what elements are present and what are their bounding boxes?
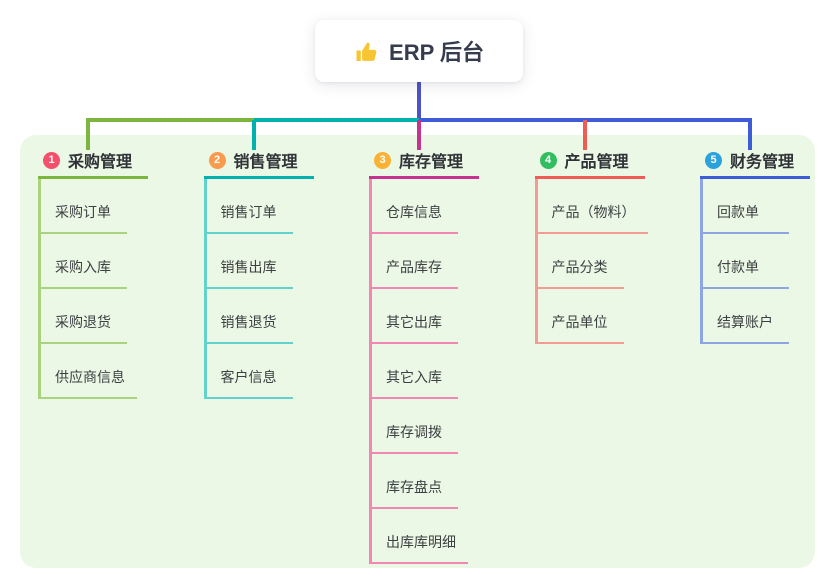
bus-segment-2 [253, 118, 419, 122]
child-node[interactable]: 回款单 [700, 202, 789, 234]
child-node-row: 采购退货 [38, 289, 198, 344]
child-node[interactable]: 销售退货 [203, 312, 293, 344]
branch-vertical-line [700, 179, 703, 344]
root-node-label: ERP 后台 [389, 40, 484, 65]
child-node-row: 销售订单 [203, 179, 364, 234]
child-node-row: 仓库信息 [369, 179, 529, 234]
branch-node[interactable]: 1 采购管理 [38, 148, 148, 179]
branch-drop-line-4 [582, 120, 587, 150]
branch-column-1: 1 采购管理 采购订单 采购入库 采购退货 供应商信息 [38, 148, 198, 399]
thumbs-up-icon [356, 42, 377, 61]
bus-segment-1 [86, 118, 254, 122]
branch-vertical-line [203, 179, 207, 399]
child-node[interactable]: 结算账户 [700, 312, 789, 344]
branch-node-label: 产品管理 [564, 154, 629, 171]
child-node[interactable]: 出库库明细 [369, 532, 468, 564]
branch-children: 仓库信息 产品库存 其它出库 其它入库 库存调拨 库存盘点 出库库明细 [369, 179, 529, 564]
child-node-row: 产品分类 [534, 234, 695, 289]
child-node-row: 产品（物料） [534, 179, 695, 234]
child-node-row: 产品库存 [369, 234, 529, 289]
child-node-row: 采购入库 [38, 234, 198, 289]
branch-node[interactable]: 4 产品管理 [534, 148, 645, 179]
child-node[interactable]: 库存调拨 [369, 422, 458, 454]
branch-children: 回款单 付款单 结算账户 [700, 179, 839, 344]
child-node[interactable]: 销售出库 [203, 257, 293, 289]
branch-number-badge: 5 [705, 151, 722, 169]
branch-node-label: 库存管理 [399, 154, 464, 171]
child-node[interactable]: 供应商信息 [38, 367, 137, 399]
child-node-row: 出库库明细 [369, 509, 529, 564]
child-node-row: 付款单 [700, 234, 839, 289]
child-node[interactable]: 产品单位 [534, 312, 624, 344]
child-node-row: 库存盘点 [369, 454, 529, 509]
branch-number-badge: 1 [43, 151, 60, 169]
root-connector-line [417, 82, 421, 120]
branches-panel [20, 135, 815, 568]
child-node-row: 客户信息 [203, 344, 364, 399]
branch-column-4: 4 产品管理 产品（物料） 产品分类 产品单位 [534, 148, 695, 344]
child-node-row: 销售退货 [203, 289, 364, 344]
branch-number-badge: 4 [539, 151, 557, 169]
branch-vertical-line [369, 179, 372, 564]
branch-drop-line-5 [748, 120, 752, 150]
child-node[interactable]: 客户信息 [203, 367, 293, 399]
branch-node[interactable]: 2 销售管理 [203, 148, 314, 179]
branch-children: 产品（物料） 产品分类 产品单位 [534, 179, 695, 344]
child-node[interactable]: 库存盘点 [369, 477, 458, 509]
branch-drop-line-2 [251, 120, 256, 150]
child-node[interactable]: 产品（物料） [534, 202, 648, 234]
branch-node-label: 销售管理 [233, 154, 298, 171]
root-node[interactable]: ERP 后台 [315, 20, 523, 82]
child-node-row: 其它出库 [369, 289, 529, 344]
child-node[interactable]: 其它入库 [369, 367, 458, 399]
branch-drop-line-1 [86, 120, 90, 150]
branch-drop-line-3 [417, 120, 421, 150]
branch-vertical-line [534, 179, 538, 344]
branch-number-badge: 3 [374, 151, 391, 169]
branch-vertical-line [38, 179, 41, 399]
branch-node[interactable]: 5 财务管理 [700, 148, 810, 179]
branch-number-badge: 2 [208, 151, 226, 169]
child-node[interactable]: 付款单 [700, 257, 789, 289]
branch-children: 销售订单 销售出库 销售退货 客户信息 [203, 179, 364, 399]
child-node-row: 供应商信息 [38, 344, 198, 399]
child-node-row: 其它入库 [369, 344, 529, 399]
branch-node-label: 财务管理 [730, 154, 795, 171]
branch-children: 采购订单 采购入库 采购退货 供应商信息 [38, 179, 198, 399]
branch-node[interactable]: 3 库存管理 [369, 148, 479, 179]
child-node[interactable]: 产品库存 [369, 257, 458, 289]
child-node[interactable]: 产品分类 [534, 257, 624, 289]
branch-column-2: 2 销售管理 销售订单 销售出库 销售退货 客户信息 [203, 148, 364, 399]
child-node-row: 结算账户 [700, 289, 839, 344]
child-node[interactable]: 销售订单 [203, 202, 293, 234]
child-node[interactable]: 采购退货 [38, 312, 127, 344]
child-node[interactable]: 仓库信息 [369, 202, 458, 234]
child-node-row: 库存调拨 [369, 399, 529, 454]
branch-column-5: 5 财务管理 回款单 付款单 结算账户 [700, 148, 839, 344]
child-node[interactable]: 其它出库 [369, 312, 458, 344]
child-node[interactable]: 采购订单 [38, 202, 127, 234]
child-node-row: 回款单 [700, 179, 839, 234]
child-node-row: 销售出库 [203, 234, 364, 289]
branch-column-3: 3 库存管理 仓库信息 产品库存 其它出库 其它入库 库存调拨 库存盘点 出库库… [369, 148, 529, 564]
child-node-row: 产品单位 [534, 289, 695, 344]
child-node-row: 采购订单 [38, 179, 198, 234]
child-node[interactable]: 采购入库 [38, 257, 127, 289]
branch-node-label: 采购管理 [68, 154, 133, 171]
